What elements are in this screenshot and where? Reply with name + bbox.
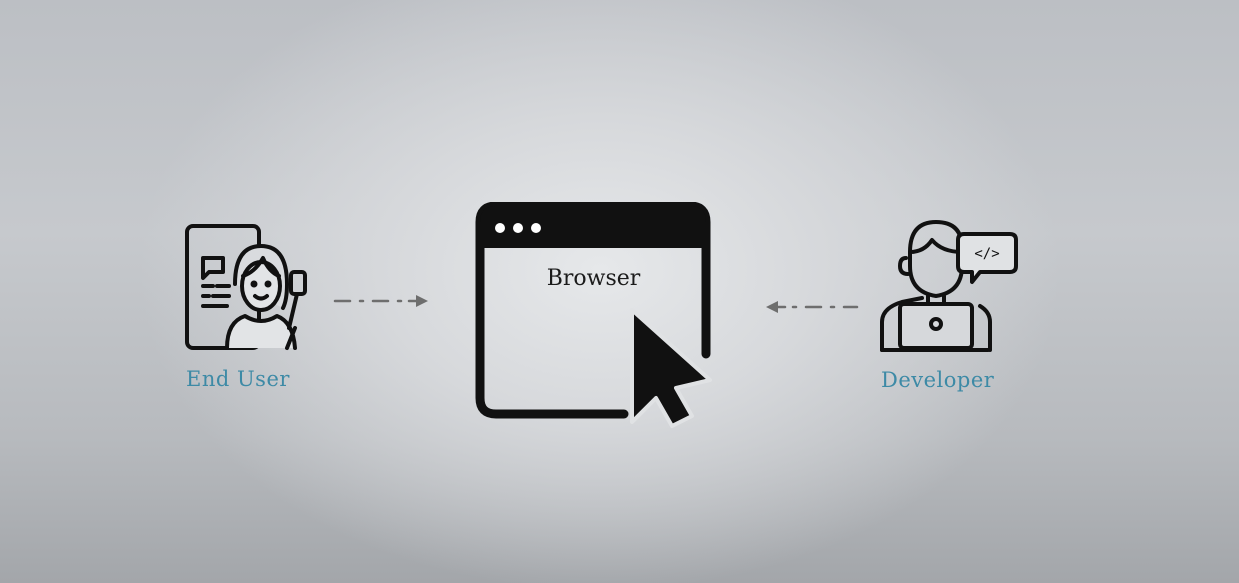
end-user-phone-icon bbox=[183, 222, 318, 354]
browser-title: Browser bbox=[546, 266, 641, 291]
developer-laptop-icon: </> bbox=[876, 218, 1022, 358]
browser-window-icon bbox=[474, 201, 714, 430]
developer-label: Developer bbox=[881, 368, 995, 392]
svg-text:</>: </> bbox=[974, 246, 999, 262]
end-user-label: End User bbox=[186, 367, 290, 391]
end-user-to-browser-arrow bbox=[333, 295, 428, 307]
developer-to-browser-arrow bbox=[766, 301, 859, 313]
